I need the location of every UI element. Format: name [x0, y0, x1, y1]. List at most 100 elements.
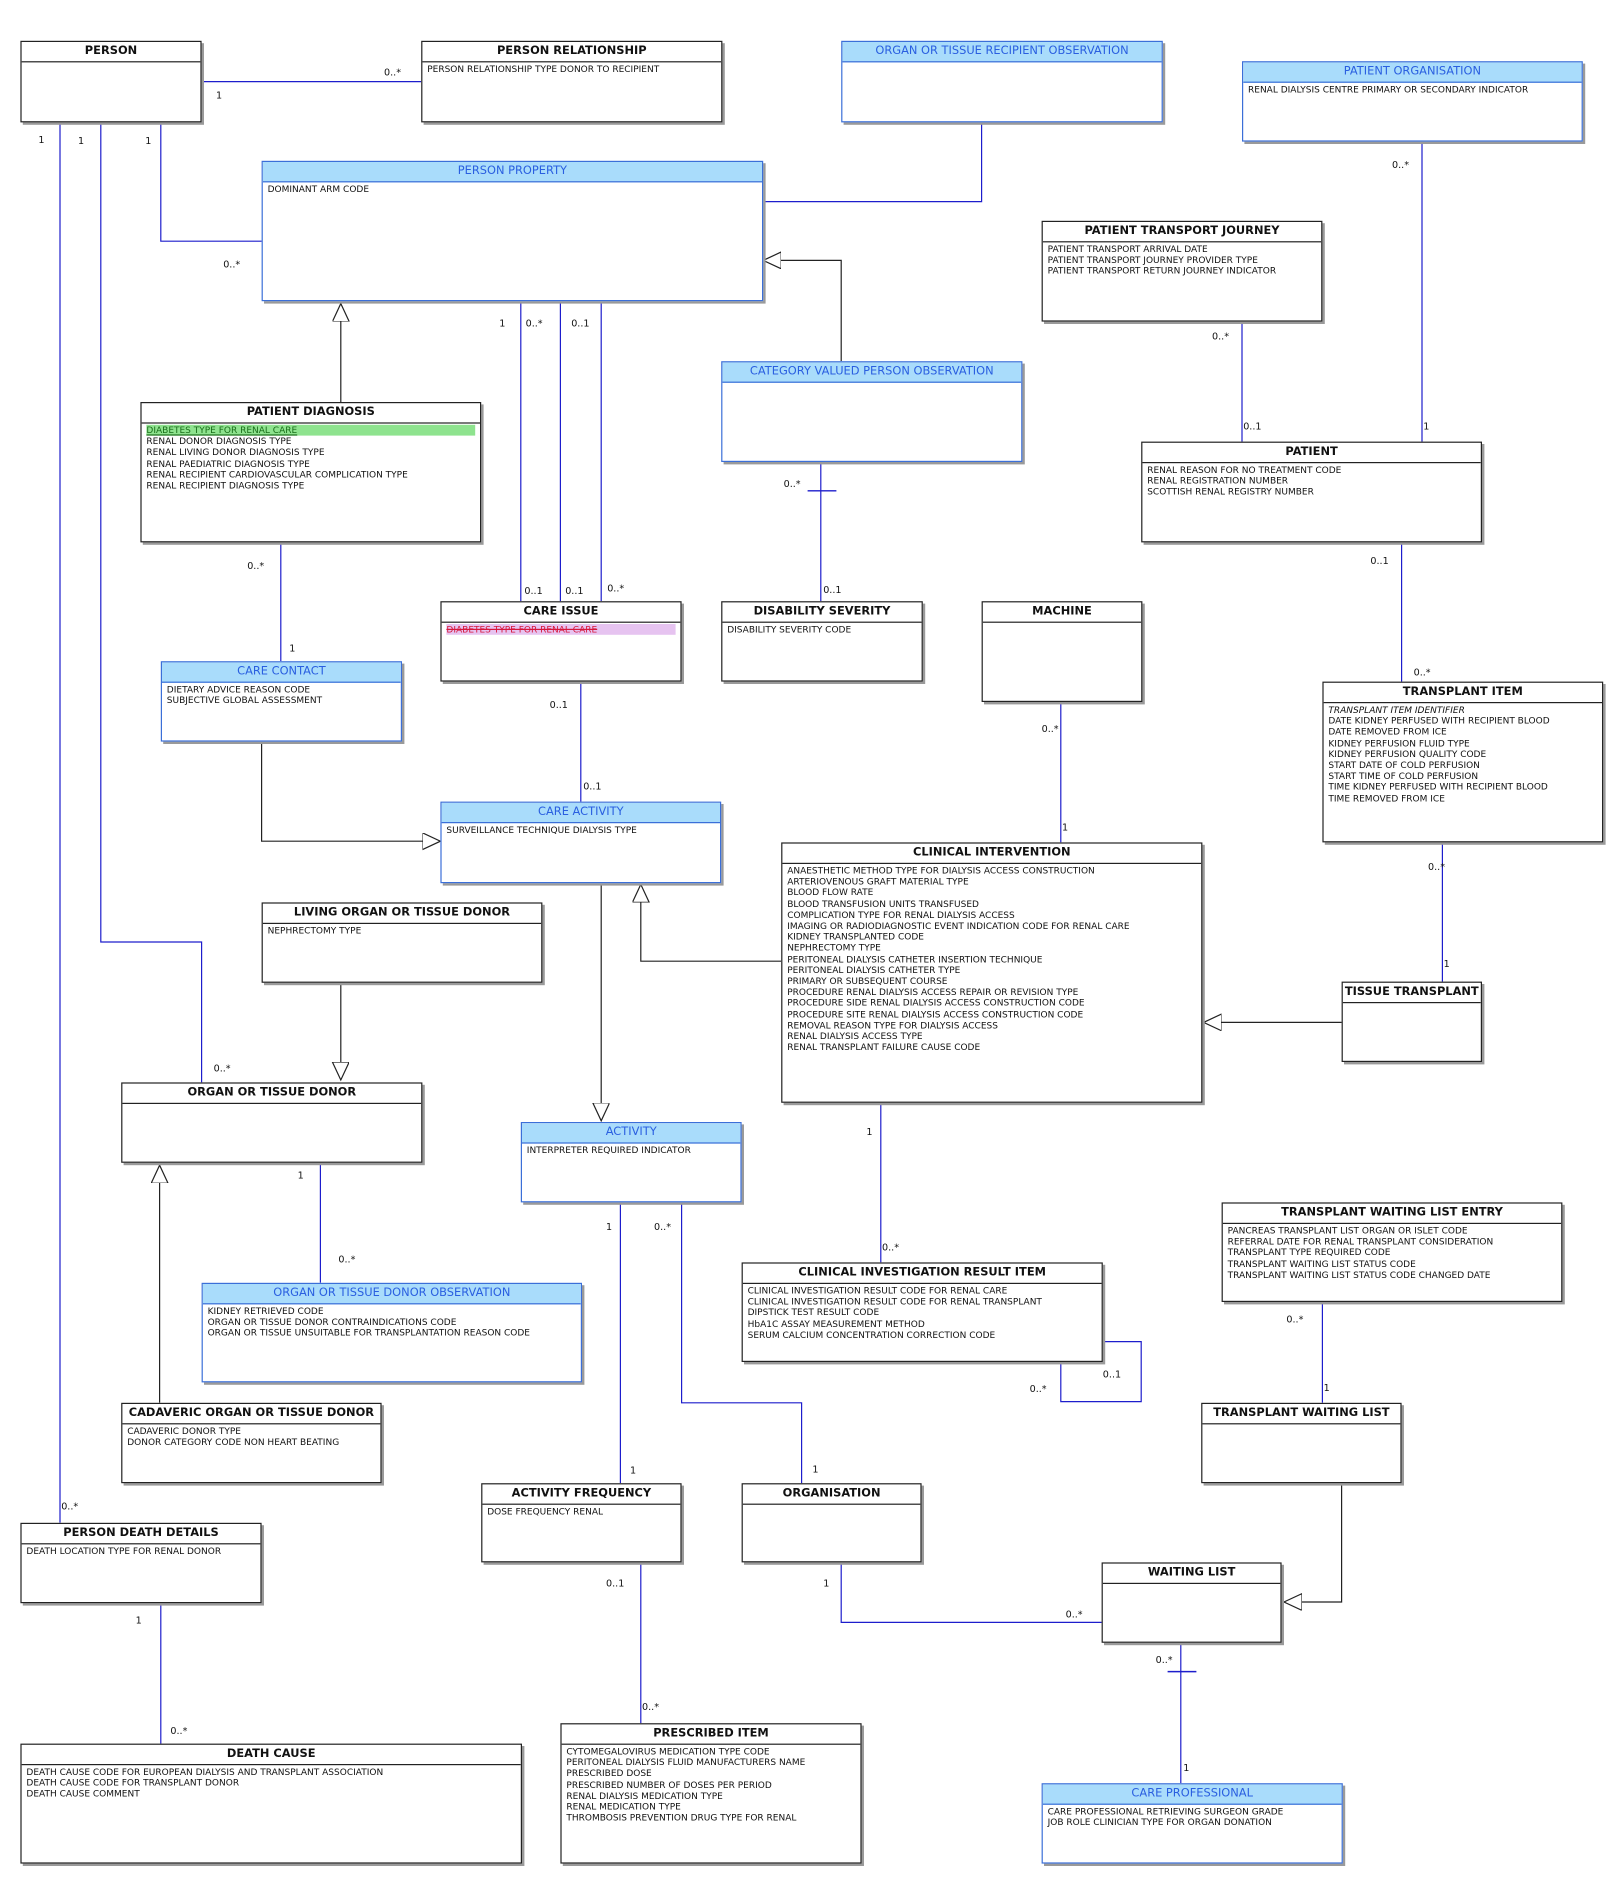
attribute: PROCEDURE SITE RENAL DIALYSIS ACCESS CON… [787, 1008, 1084, 1020]
class-transplant-waiting-list-entry[interactable]: TRANSPLANT WAITING LIST ENTRY PANCREAS T… [1221, 1202, 1563, 1302]
class-activity-frequency[interactable]: ACTIVITY FREQUENCY DOSE FREQUENCY RENAL [481, 1483, 682, 1563]
class-category-valued-person-observation[interactable]: CATEGORY VALUED PERSON OBSERVATION [721, 361, 1023, 463]
class-title: PERSON [21, 42, 201, 63]
class-title: PATIENT ORGANISATION [1243, 62, 1582, 83]
class-title: PERSON DEATH DETAILS [21, 1524, 261, 1545]
class-person-relationship[interactable]: PERSON RELATIONSHIP PERSON RELATIONSHIP … [421, 40, 723, 123]
attribute: KIDNEY PERFUSION QUALITY CODE [1328, 748, 1487, 760]
attribute: START DATE OF COLD PERFUSION [1328, 759, 1480, 771]
attribute: INTERPRETER REQUIRED INDICATOR [526, 1144, 691, 1156]
attribute-list [1103, 1584, 1281, 1586]
multiplicity-label: 1 [38, 134, 45, 146]
attribute: RENAL RECIPIENT DIAGNOSIS TYPE [146, 480, 305, 491]
class-person-death-details[interactable]: PERSON DEATH DETAILS DEATH LOCATION TYPE… [20, 1522, 262, 1604]
attribute: DEATH CAUSE CODE FOR TRANSPLANT DONOR [26, 1777, 240, 1789]
multiplicity-label: 1 [606, 1221, 613, 1233]
class-disability-severity[interactable]: DISABILITY SEVERITY DISABILITY SEVERITY … [721, 601, 923, 682]
attribute: REFERRAL DATE FOR RENAL TRANSPLANT CONSI… [1227, 1236, 1494, 1248]
attribute-list [1343, 1003, 1481, 1005]
class-organisation[interactable]: ORGANISATION [741, 1483, 922, 1563]
class-waiting-list[interactable]: WAITING LIST [1101, 1562, 1282, 1643]
class-care-activity[interactable]: CARE ACTIVITY SURVEILLANCE TECHNIQUE DIA… [440, 801, 722, 884]
attribute: DOSE FREQUENCY RENAL [487, 1506, 604, 1517]
class-patient-organisation[interactable]: PATIENT ORGANISATION RENAL DIALYSIS CENT… [1242, 61, 1583, 142]
multiplicity-label: 0..1 [571, 318, 590, 329]
attribute: START TIME OF COLD PERFUSION [1328, 770, 1479, 782]
attribute: KIDNEY PERFUSION FLUID TYPE [1328, 737, 1470, 749]
class-organ-donor-observation[interactable]: ORGAN OR TISSUE DONOR OBSERVATION KIDNEY… [201, 1282, 582, 1383]
attribute: KIDNEY TRANSPLANTED CODE [787, 931, 924, 943]
attribute: ARTERIOVENOUS GRAFT MATERIAL TYPE [787, 876, 969, 888]
attribute: RENAL DONOR DIAGNOSIS TYPE [146, 435, 292, 447]
multiplicity-label: 1 [1423, 421, 1430, 433]
class-person-property[interactable]: PERSON PROPERTY DOMINANT ARM CODE [261, 160, 764, 302]
class-title: CARE CONTACT [162, 662, 401, 683]
attribute-list [122, 1104, 421, 1106]
attribute-list [1202, 1424, 1400, 1426]
class-clinical-investigation-result-item[interactable]: CLINICAL INVESTIGATION RESULT ITEM CLINI… [741, 1262, 1103, 1362]
attribute: TIME REMOVED FROM ICE [1328, 792, 1445, 804]
attribute: PATIENT TRANSPORT RETURN JOURNEY INDICAT… [1047, 265, 1277, 277]
multiplicity-label: 0..* [170, 1725, 188, 1737]
attribute-list [983, 623, 1141, 625]
multiplicity-label: 1 [499, 318, 506, 329]
multiplicity-label: 0..* [1029, 1383, 1047, 1395]
attribute: RENAL TRANSPLANT FAILURE CAUSE CODE [787, 1041, 981, 1053]
attribute: SCOTTISH RENAL REGISTRY NUMBER [1147, 486, 1314, 498]
attribute-list: DEATH LOCATION TYPE FOR RENAL DONOR [22, 1544, 261, 1557]
attribute-list: DIABETES TYPE FOR RENAL CARE RENAL DONOR… [142, 424, 480, 493]
class-transplant-waiting-list[interactable]: TRANSPLANT WAITING LIST [1201, 1402, 1402, 1484]
class-title: PERSON PROPERTY [262, 162, 762, 183]
class-patient[interactable]: PATIENT RENAL REASON FOR NO TREATMENT CO… [1141, 441, 1482, 543]
attribute-list: CLINICAL INVESTIGATION RESULT CODE FOR R… [743, 1284, 1102, 1342]
class-tissue-transplant[interactable]: TISSUE TRANSPLANT [1341, 981, 1482, 1062]
attribute: DEATH LOCATION TYPE FOR RENAL DONOR [26, 1545, 222, 1557]
attribute: BLOOD FLOW RATE [787, 887, 874, 899]
class-title: LIVING ORGAN OR TISSUE DONOR [262, 904, 542, 925]
class-patient-transport-journey[interactable]: PATIENT TRANSPORT JOURNEY PATIENT TRANSP… [1041, 220, 1323, 322]
attribute-list: PERSON RELATIONSHIP TYPE DONOR TO RECIPI… [422, 62, 721, 75]
attribute: CLINICAL INVESTIGATION RESULT CODE FOR R… [747, 1285, 1008, 1296]
attribute-list: INTERPRETER REQUIRED INDICATOR [522, 1144, 740, 1157]
class-living-organ-donor[interactable]: LIVING ORGAN OR TISSUE DONOR NEPHRECTOMY… [261, 902, 543, 983]
class-title: PATIENT [1142, 443, 1481, 464]
multiplicity-label: 0..* [525, 318, 543, 329]
class-prescribed-item[interactable]: PRESCRIBED ITEM CYTOMEGALOVIRUS MEDICATI… [560, 1723, 862, 1864]
multiplicity-label: 1 [135, 1615, 142, 1627]
class-care-professional[interactable]: CARE PROFESSIONAL CARE PROFESSIONAL RETR… [1041, 1783, 1343, 1864]
class-machine[interactable]: MACHINE [981, 601, 1143, 702]
attribute: TRANSPLANT TYPE REQUIRED CODE [1227, 1247, 1391, 1259]
class-cadaveric-donor[interactable]: CADAVERIC ORGAN OR TISSUE DONOR CADAVERI… [121, 1402, 382, 1484]
attribute: BLOOD TRANSFUSION UNITS TRANSFUSED [787, 898, 979, 910]
class-title: CARE ACTIVITY [441, 802, 720, 824]
class-activity[interactable]: ACTIVITY INTERPRETER REQUIRED INDICATOR [520, 1122, 742, 1203]
multiplicity-label: 0..* [213, 1063, 231, 1074]
class-title: ORGAN OR TISSUE DONOR [122, 1084, 422, 1104]
class-title: ACTIVITY FREQUENCY [482, 1484, 681, 1505]
class-title: MACHINE [982, 602, 1142, 623]
class-death-cause[interactable]: DEATH CAUSE DEATH CAUSE CODE FOR EUROPEA… [20, 1743, 523, 1864]
class-care-contact[interactable]: CARE CONTACT DIETARY ADVICE REASON CODE … [160, 661, 403, 742]
class-organ-tissue-donor[interactable]: ORGAN OR TISSUE DONOR [121, 1082, 423, 1163]
class-care-issue[interactable]: CARE ISSUE DIABETES TYPE FOR RENAL CARE [440, 601, 682, 682]
multiplicity-label: 1 [1062, 822, 1069, 833]
attribute: PERITONEAL DIALYSIS FLUID MANUFACTURERS … [566, 1757, 806, 1768]
multiplicity-label: 0..* [642, 1701, 660, 1713]
class-title: DEATH CAUSE [21, 1745, 521, 1766]
attribute: RENAL DIALYSIS CENTRE PRIMARY OR SECONDA… [1248, 84, 1529, 95]
class-person[interactable]: PERSON [20, 40, 202, 123]
class-transplant-item[interactable]: TRANSPLANT ITEM TRANSPLANT ITEM IDENTIFI… [1322, 681, 1604, 843]
class-title: CADAVERIC ORGAN OR TISSUE DONOR [122, 1404, 381, 1425]
attribute: ORGAN OR TISSUE DONOR CONTRAINDICATIONS … [207, 1316, 457, 1328]
class-patient-diagnosis[interactable]: PATIENT DIAGNOSIS DIABETES TYPE FOR RENA… [140, 402, 482, 543]
attribute: DATE REMOVED FROM ICE [1328, 726, 1447, 738]
attribute-list: DISABILITY SEVERITY CODE [722, 623, 921, 636]
attribute-list: PANCREAS TRANSPLANT LIST ORGAN OR ISLET … [1223, 1224, 1561, 1282]
attribute: PATIENT TRANSPORT JOURNEY PROVIDER TYPE [1047, 254, 1258, 266]
class-clinical-intervention[interactable]: CLINICAL INTERVENTION ANAESTHETIC METHOD… [781, 842, 1203, 1103]
attribute: TRANSPLANT WAITING LIST STATUS CODE [1227, 1258, 1416, 1270]
class-organ-recipient-observation[interactable]: ORGAN OR TISSUE RECIPIENT OBSERVATION [841, 40, 1163, 123]
attribute: JOB ROLE CLINICIAN TYPE FOR ORGAN DONATI… [1047, 1817, 1272, 1828]
class-title: CATEGORY VALUED PERSON OBSERVATION [722, 362, 1022, 383]
